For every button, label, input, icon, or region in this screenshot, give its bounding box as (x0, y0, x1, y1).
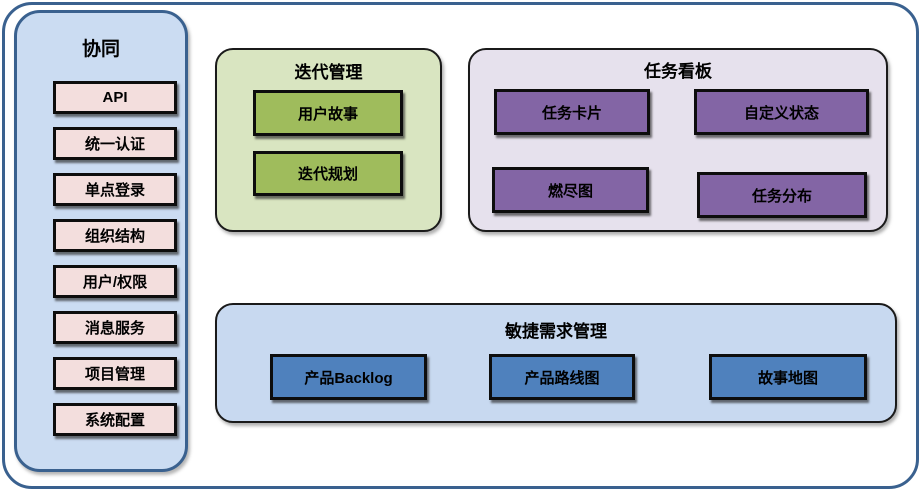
sidebar-item-unified-auth: 统一认证 (53, 127, 177, 160)
sidebar-item-api: API (53, 81, 177, 114)
chip-burndown-chart: 燃尽图 (492, 167, 649, 213)
chip-iteration-plan: 迭代规划 (253, 151, 403, 196)
sidebar-item-message-svc: 消息服务 (53, 311, 177, 344)
iteration-section-title: 迭代管理 (294, 63, 363, 82)
kanban-section-title: 任务看板 (644, 62, 712, 81)
sidebar-title: 协同 (81, 39, 120, 60)
sidebar-item-project-mgmt: 项目管理 (53, 357, 177, 390)
chip-story-map: 故事地图 (709, 354, 867, 400)
sidebar-item-user-perms: 用户/权限 (53, 265, 177, 298)
sidebar-item-sso: 单点登录 (53, 173, 177, 206)
chip-task-card: 任务卡片 (494, 89, 650, 135)
chip-user-story: 用户故事 (253, 90, 403, 136)
iteration-management-section: 迭代管理 用户故事 迭代规划 (215, 48, 442, 232)
chip-product-backlog: 产品Backlog (270, 354, 427, 400)
agile-requirements-section: 敏捷需求管理 产品Backlog 产品路线图 故事地图 (215, 303, 897, 423)
chip-product-roadmap: 产品路线图 (489, 354, 635, 400)
chip-custom-status: 自定义状态 (694, 89, 869, 135)
requirements-section-title: 敏捷需求管理 (505, 322, 607, 341)
sidebar-item-org-structure: 组织结构 (53, 219, 177, 252)
collaboration-sidebar: 协同 API 统一认证 单点登录 组织结构 用户/权限 消息服务 项目管理 系统… (14, 10, 188, 472)
task-board-section: 任务看板 任务卡片 自定义状态 燃尽图 任务分布 (468, 48, 888, 232)
sidebar-item-system-config: 系统配置 (53, 403, 177, 436)
chip-task-distribution: 任务分布 (697, 172, 867, 218)
